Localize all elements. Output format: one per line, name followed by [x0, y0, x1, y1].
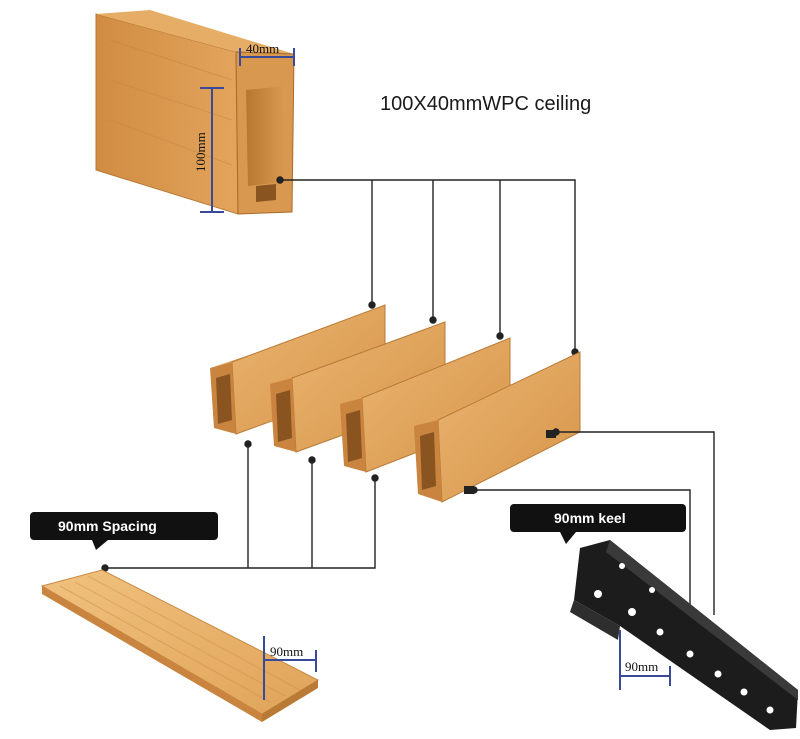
- dimension-height: 100mm: [193, 87, 224, 213]
- leader-lines-top: [276, 176, 579, 356]
- spacing-plank: [40, 569, 320, 722]
- dimension-spacing: 90mm: [263, 636, 317, 700]
- callout-spacing: 90mm Spacing: [30, 512, 218, 550]
- callout-spacing-label: 90mm Spacing: [58, 518, 157, 534]
- beam: [414, 351, 581, 503]
- dimension-height-label: 100mm: [193, 132, 208, 172]
- callout-keel-label: 90mm keel: [554, 510, 626, 526]
- leader-lines-keel: [470, 428, 715, 640]
- keel: [570, 540, 798, 730]
- dimension-keel: 90mm: [619, 630, 671, 690]
- dimension-width: 40mm: [239, 41, 295, 66]
- beam: [340, 337, 511, 473]
- dimension-spacing-label: 90mm: [270, 644, 303, 659]
- beam: [210, 304, 386, 435]
- dimension-width-label: 40mm: [246, 41, 279, 56]
- leader-lines-spacing: [101, 440, 379, 572]
- diagram-title: 100X40mmWPC ceiling: [380, 93, 591, 115]
- dimension-keel-label: 90mm: [625, 659, 658, 674]
- callout-keel: 90mm keel: [510, 504, 686, 544]
- installed-beams: [210, 304, 581, 503]
